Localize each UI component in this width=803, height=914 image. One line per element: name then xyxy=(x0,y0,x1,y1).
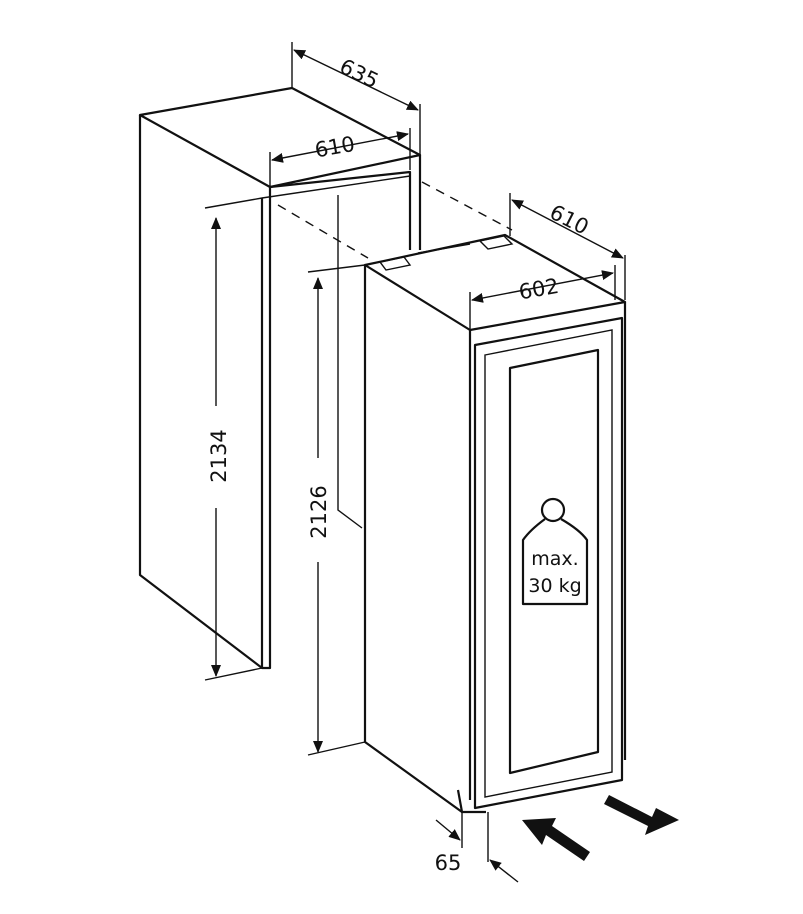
label-appliance-height: 2126 xyxy=(307,485,331,538)
weight-label-line2: 30 kg xyxy=(528,575,581,597)
dimension-niche-width: 610 xyxy=(269,128,411,187)
label-niche-height: 2134 xyxy=(207,429,231,482)
label-niche-width: 610 xyxy=(313,132,357,163)
weight-icon: max. 30 kg xyxy=(521,497,589,606)
dimension-appliance-width: 602 xyxy=(469,265,616,330)
label-appliance-width: 602 xyxy=(517,274,561,305)
appliance-body xyxy=(363,233,627,814)
appliance-door xyxy=(473,316,624,810)
niche-housing xyxy=(138,86,422,670)
arrow-in-icon xyxy=(522,818,590,861)
weight-label-line1: max. xyxy=(531,548,578,570)
label-appliance-depth: 610 xyxy=(546,200,593,240)
label-door-gap: 65 xyxy=(435,851,462,875)
dimension-appliance-height: 2126 xyxy=(307,264,366,756)
dimension-niche-height: 2134 xyxy=(204,197,263,681)
label-niche-depth: 635 xyxy=(336,54,383,93)
alignment-guides xyxy=(277,181,513,259)
arrow-out-icon xyxy=(604,795,679,835)
dimension-door-gap: 65 xyxy=(435,812,519,883)
